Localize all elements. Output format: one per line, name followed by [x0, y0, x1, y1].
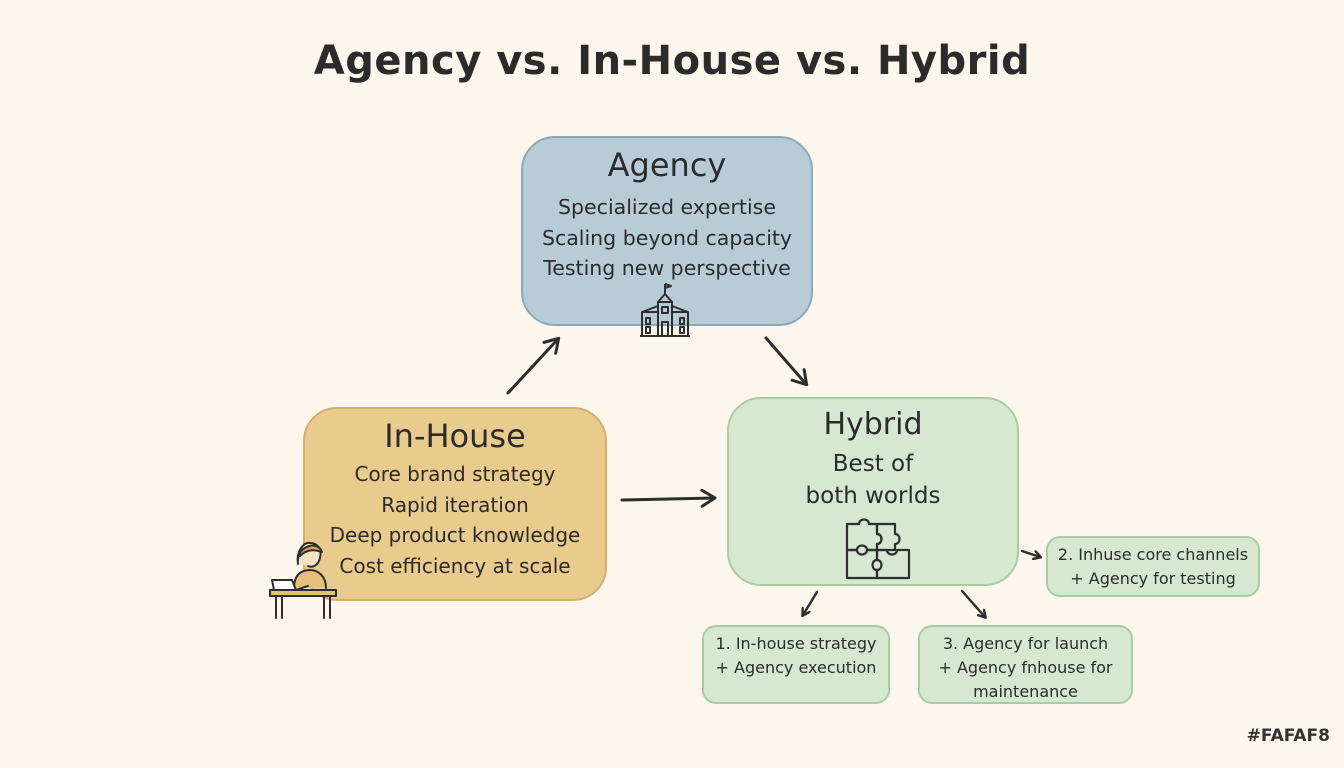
arrow-hybrid-to-option3 [960, 589, 985, 617]
option-2-line: 2. Inhuse core channels [1057, 545, 1249, 564]
building-icon [640, 283, 690, 337]
hybrid-point: Best of [832, 451, 914, 477]
option-1-box: 1. In-house strategy + Agency execution [702, 625, 890, 704]
arrow-inhouse-to-agency [506, 336, 561, 395]
color-code-label: #FAFAF8 [1246, 726, 1330, 746]
agency-point: Scaling beyond capacity [541, 225, 793, 250]
agency-point: Specialized expertise [558, 195, 776, 219]
inhouse-heading: In-House [384, 417, 526, 455]
puzzle-icon [845, 518, 911, 580]
hybrid-box: Hybrid Best of both worlds [727, 397, 1019, 586]
agency-point: Testing new perspective [543, 256, 791, 280]
option-3-line: 3. Agency for launch [942, 634, 1109, 653]
option-2-box: 2. Inhuse core channels + Agency for tes… [1046, 536, 1260, 597]
inhouse-point: Deep product knowledge [329, 523, 581, 547]
option-2-line: + Agency for testing [1070, 569, 1236, 588]
option-3-box: 3. Agency for launch + Agency fnhouse fo… [918, 625, 1133, 704]
inhouse-point: Cost efficiency at scale [339, 553, 571, 578]
arrow-inhouse-to-hybrid [620, 488, 717, 508]
inhouse-point: Rapid iteration [381, 492, 529, 517]
option-3-line: + Agency fnhouse for [938, 658, 1113, 677]
agency-heading: Agency [607, 146, 727, 184]
hybrid-heading: Hybrid [823, 407, 923, 442]
arrow-hybrid-to-option2 [1020, 549, 1040, 557]
arrow-agency-to-hybrid [764, 336, 809, 387]
option-1-line: 1. In-house strategy [715, 634, 877, 653]
option-1-line: + Agency execution [715, 658, 877, 677]
arrow-hybrid-to-option1 [803, 590, 819, 615]
inhouse-point: Core brand strategy [354, 462, 556, 486]
inhouse-box: In-House Core brand strategy Rapid itera… [303, 407, 607, 601]
person-at-laptop-icon [269, 541, 337, 619]
hybrid-point: both worlds [805, 483, 941, 509]
page-title: Agency vs. In-House vs. Hybrid [313, 38, 1031, 84]
agency-box: Agency Specialized expertise Scaling bey… [521, 136, 813, 326]
option-3-line: maintenance [973, 682, 1078, 701]
